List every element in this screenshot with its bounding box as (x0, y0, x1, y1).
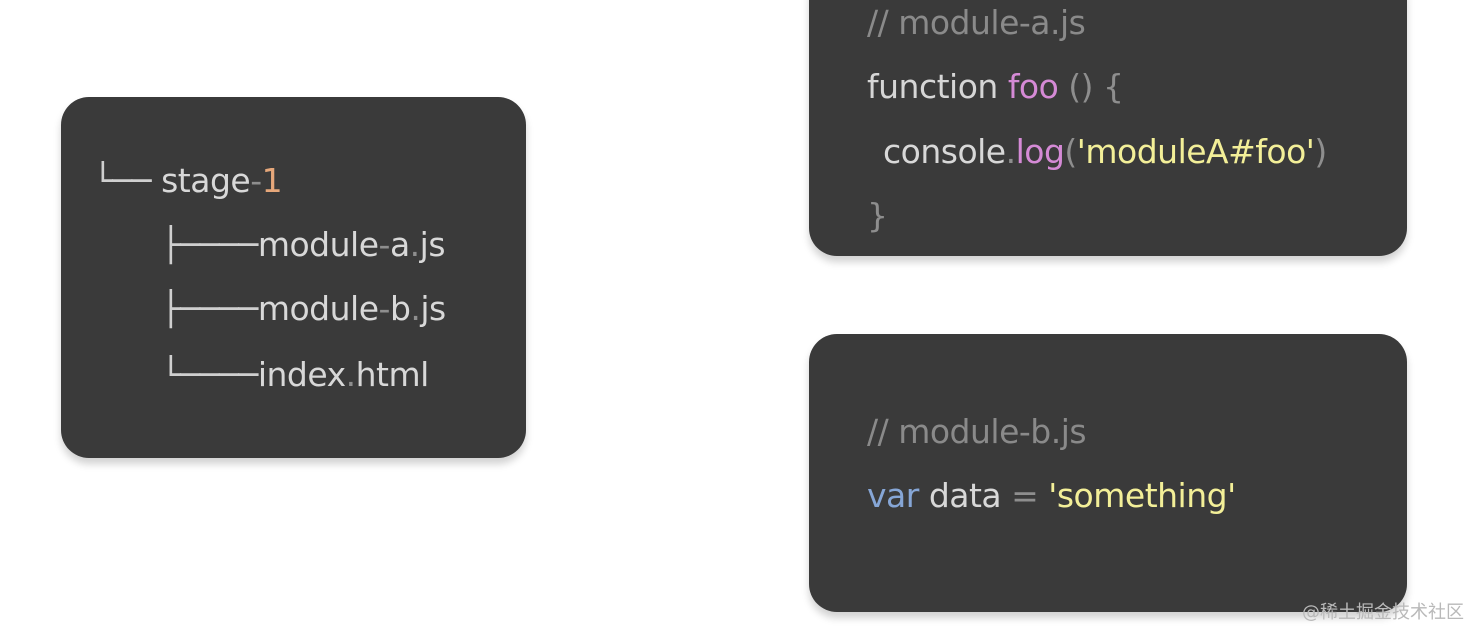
tree-branch: └──── (161, 355, 258, 394)
file-base: index (257, 355, 346, 394)
method-name: log (1015, 132, 1065, 171)
watermark-text: @稀土掘金技术社区 (1302, 602, 1464, 623)
tree-root: └── stage-1 (93, 161, 283, 201)
folder-name: stage (161, 161, 251, 200)
file-tree-card: └── stage-1 ├────module-a.js ├────module… (61, 97, 526, 458)
code-comment: // module-a.js (867, 3, 1086, 42)
function-name: foo (1007, 67, 1059, 106)
folder-sep: - (250, 161, 262, 200)
file-dot: . (409, 225, 421, 264)
paren-open: ( (1064, 132, 1077, 171)
code-card-module-a: // module-a.js function foo () { console… (809, 0, 1407, 256)
tree-branch: ├──── (161, 289, 258, 328)
code-comment: // module-b.js (867, 412, 1087, 451)
string-literal: 'something' (1048, 476, 1236, 515)
file-ext: js (420, 289, 446, 328)
code-line-var: var data = 'something' (867, 476, 1236, 516)
folder-num: 1 (261, 161, 283, 200)
code-line-function: function foo () { (867, 67, 1124, 107)
string-literal: 'moduleA#foo' (1076, 132, 1315, 171)
member-dot: . (1005, 132, 1017, 171)
code-line-console: console.log('moduleA#foo') (883, 132, 1327, 172)
paren-close: ) (1314, 132, 1327, 171)
file-base: module (257, 225, 379, 264)
assign-operator: = (1011, 476, 1039, 515)
keyword-var: var (867, 476, 919, 515)
file-base: module (257, 289, 379, 328)
tree-branch: └── (93, 161, 162, 200)
tree-item-module-a: ├────module-a.js (161, 225, 446, 265)
file-ext: js (419, 225, 446, 264)
variable-name: data (918, 476, 1012, 515)
code-close-brace: } (867, 196, 888, 235)
console-object: console (883, 132, 1006, 171)
file-sep: - (378, 225, 391, 264)
file-rest: a (389, 225, 410, 264)
file-rest: b (389, 289, 411, 328)
file-dot: . (345, 355, 357, 394)
file-ext: html (355, 355, 430, 394)
tree-item-module-b: ├────module-b.js (161, 289, 446, 329)
tree-branch: ├──── (161, 225, 258, 264)
tree-item-index: └────index.html (161, 355, 429, 395)
code-card-module-b: // module-b.js var data = 'something' (809, 334, 1407, 612)
file-sep: - (378, 289, 391, 328)
keyword-function: function (867, 67, 998, 106)
file-dot: . (410, 289, 421, 328)
function-signature: () { (1058, 67, 1124, 106)
